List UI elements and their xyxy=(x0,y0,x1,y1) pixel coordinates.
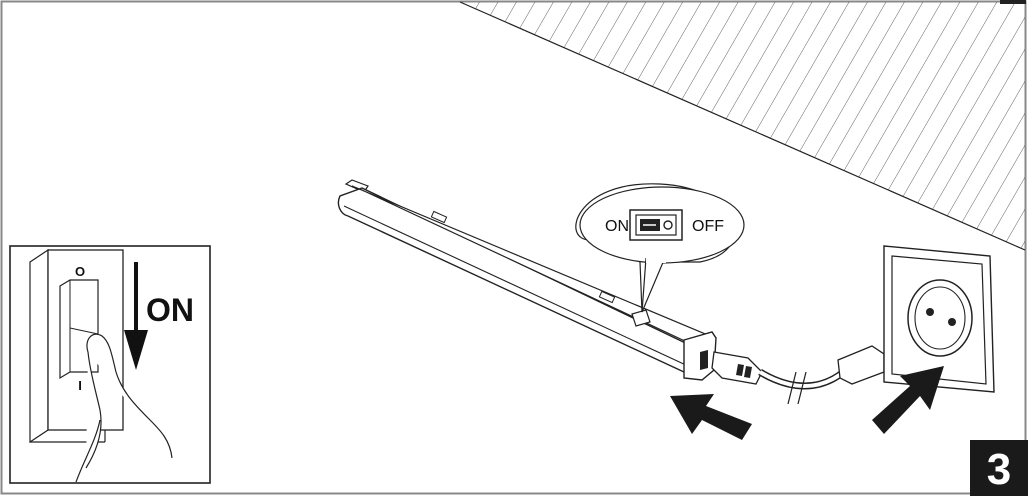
on-direction-label: ON xyxy=(146,292,194,328)
step-number: 3 xyxy=(987,445,1011,494)
callout-on-label: ON xyxy=(605,218,629,235)
power-cable xyxy=(711,345,897,405)
switch-off-symbol: O xyxy=(75,264,85,279)
step-number-badge: 3 xyxy=(970,440,1028,496)
down-arrow-icon xyxy=(124,262,148,370)
cable-break-mark xyxy=(797,371,807,405)
rocker-switch-icon xyxy=(629,209,683,241)
cable-connector xyxy=(711,351,763,385)
insert-arrow-icon xyxy=(670,394,752,440)
mounting-clip xyxy=(430,210,448,224)
power-plug xyxy=(837,345,885,385)
wall-socket xyxy=(883,245,995,393)
plug-in-arrow-icon xyxy=(872,366,944,434)
switch-callout: ON OFF xyxy=(575,183,745,313)
cable-break-mark xyxy=(787,371,797,405)
fixture-switch xyxy=(631,309,651,327)
ceiling-surface xyxy=(459,1,1026,251)
light-fixture xyxy=(337,179,717,381)
switch-rocker xyxy=(59,279,99,380)
wall-switch-inset: O I ON xyxy=(9,245,211,484)
switch-on-symbol: I xyxy=(78,378,82,393)
callout-off-label: OFF xyxy=(692,218,724,235)
finger-hand xyxy=(75,333,173,483)
mounting-clip xyxy=(598,290,616,304)
